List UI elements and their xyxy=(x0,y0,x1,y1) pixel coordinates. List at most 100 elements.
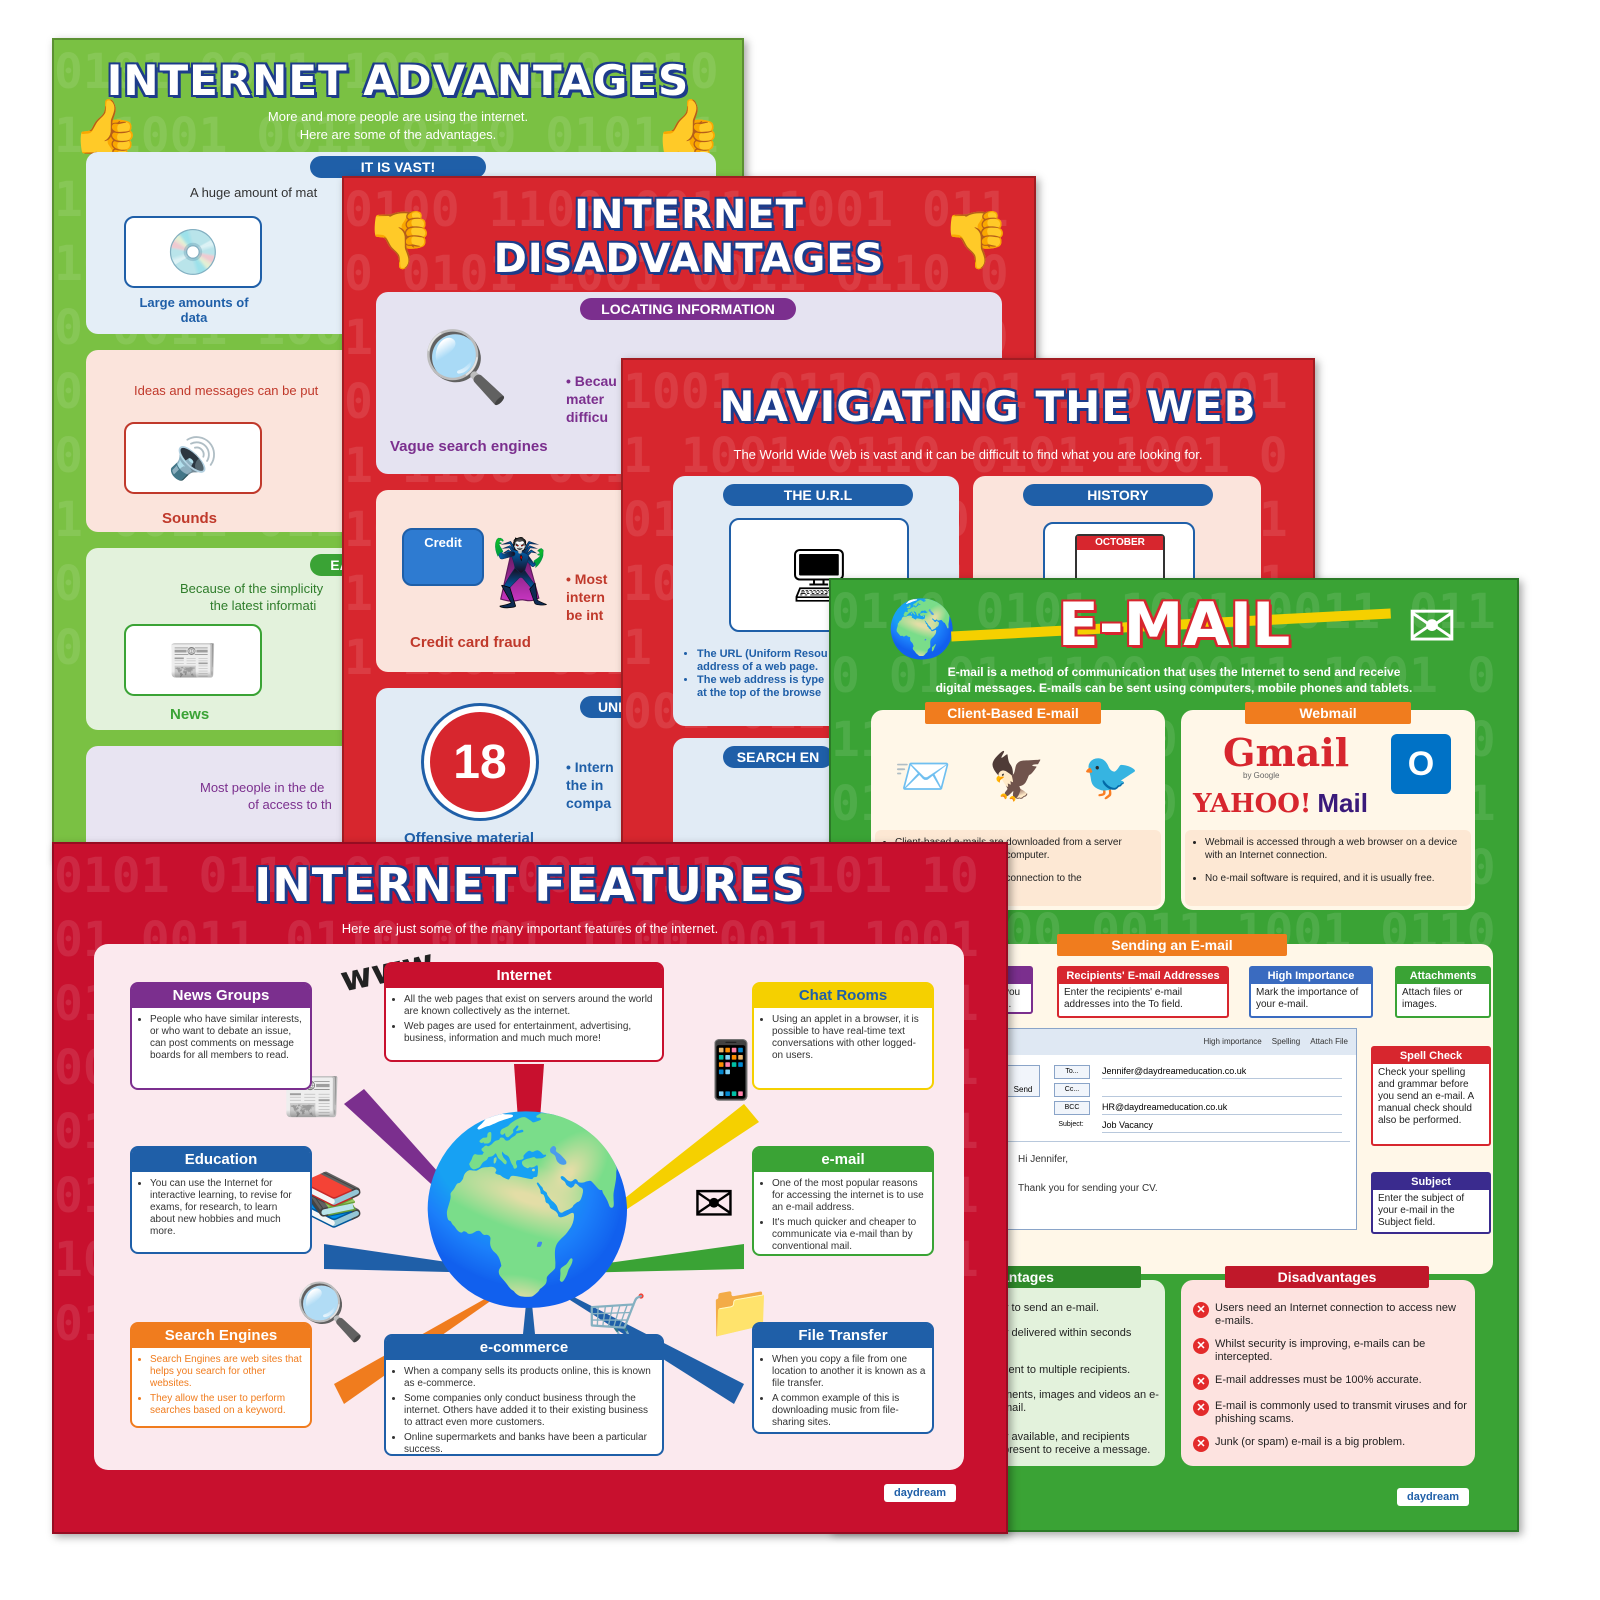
email-client-window: High importance Spelling Attach File Sen… xyxy=(1001,1028,1357,1230)
subject-label: Subject: xyxy=(1058,1121,1084,1128)
x-icon: ✕ xyxy=(1193,1302,1209,1318)
x-icon: ✕ xyxy=(1193,1374,1209,1390)
bcc-button[interactable]: BCC xyxy=(1054,1101,1090,1115)
internet-bullets: All the web pages that exist on servers … xyxy=(392,994,656,1045)
page-title: INTERNET FEATURES xyxy=(254,858,806,912)
ray-green xyxy=(529,1244,744,1274)
newspaper-icon: 📰 xyxy=(168,638,218,683)
email-body-line: Thank you for sending your CV. xyxy=(1018,1183,1158,1194)
webmail-bullets: Webmail is accessed through a web browse… xyxy=(1191,836,1465,885)
image-credit-card: Credit xyxy=(402,528,484,586)
image-cd: 💿 xyxy=(124,216,262,288)
x-icon: ✕ xyxy=(1193,1338,1209,1354)
dis-row: ✕Junk (or spam) e-mail is a big problem. xyxy=(1193,1436,1467,1452)
dis-row: ✕E-mail is commonly used to transmit vir… xyxy=(1193,1400,1467,1426)
thumbs-down-icon: 👎 xyxy=(365,208,435,271)
credit-bullet: • Most intern be int xyxy=(566,571,608,623)
gmail-by-google: by Google xyxy=(1243,771,1280,780)
email-body-greeting: Hi Jennifer, xyxy=(1018,1154,1069,1165)
subtitle-line-2: Here are some of the advantages. xyxy=(299,127,497,142)
subtitle: Here are just some of the many important… xyxy=(341,921,719,936)
dis-row: ✕E-mail addresses must be 100% accurate. xyxy=(1193,1374,1467,1390)
mail-client-icon: 🦅 xyxy=(988,749,1046,802)
email-body[interactable]: Hi Jennifer, Thank you for sending your … xyxy=(1008,1141,1350,1223)
envelope-icon: ✉ xyxy=(1406,593,1458,660)
chat-rooms-bullets: Using an applet in a browser, it is poss… xyxy=(760,1014,926,1062)
subject-field[interactable]: Job Vacancy xyxy=(1102,1119,1342,1133)
pill-advantages: antages xyxy=(981,1266,1141,1288)
toolbar-high-importance[interactable]: High importance xyxy=(1203,1037,1262,1046)
to-button[interactable]: To... xyxy=(1054,1065,1090,1079)
cc-field[interactable] xyxy=(1102,1083,1342,1097)
url-bullets: The URL (Uniform Resou address of a web … xyxy=(681,648,828,700)
pill-sending-an-email: Sending an E-mail xyxy=(1057,934,1287,956)
page-title-line-1: INTERNET xyxy=(574,192,804,238)
thumbs-down-icon: 👎 xyxy=(941,208,1011,271)
yahoo-mail-word: Mail xyxy=(1317,788,1368,818)
education-bullets: You can use the Internet for interactive… xyxy=(138,1178,304,1238)
label-large-amounts: Large amounts of data xyxy=(139,295,249,325)
globe-icon: 🌍 xyxy=(415,1109,641,1310)
card-file-transfer: File Transfer When you copy a file from … xyxy=(752,1322,934,1434)
email-advantages-list: y to send an e-mail. y delivered within … xyxy=(1003,1302,1159,1456)
box-spell-check: Spell Check Check your spelling and gram… xyxy=(1371,1046,1491,1146)
label-sounds: Sounds xyxy=(162,510,217,527)
toolbar-attach-file[interactable]: Attach File xyxy=(1310,1037,1348,1046)
to-field[interactable]: Jennifer@daydreameducation.co.uk xyxy=(1102,1065,1342,1079)
x-icon: ✕ xyxy=(1193,1400,1209,1416)
send-button[interactable]: Send xyxy=(1006,1065,1040,1097)
calendar-month: OCTOBER xyxy=(1077,536,1163,550)
magnifier-icon: 🔍 xyxy=(422,328,510,406)
ray-red xyxy=(514,1064,544,1274)
burglar-icon: 🦹 xyxy=(480,536,560,609)
panel-email-disadvantages xyxy=(1181,1280,1475,1466)
thumbs-up-icon: 👍 xyxy=(71,96,141,159)
x-icon: ✕ xyxy=(1193,1436,1209,1452)
eighteen-bullet: • Intern the in compa xyxy=(566,759,614,811)
box-attachments: Attachments Attach files or images. xyxy=(1395,966,1491,1018)
outlook-logo-icon: O xyxy=(1391,734,1451,794)
pill-it-is-vast: IT IS VAST! xyxy=(310,156,486,178)
speaker-icon: 🔊 xyxy=(168,436,218,481)
gmail-word: Gmail xyxy=(1223,730,1350,775)
panel-email-advantages xyxy=(981,1280,1165,1466)
ray-blue-left xyxy=(324,1244,529,1274)
age-18-icon: 18 xyxy=(424,706,536,818)
toolbar-spelling[interactable]: Spelling xyxy=(1271,1037,1301,1046)
pill-client-based-email: Client-Based E-mail xyxy=(925,702,1101,724)
subtitle-line-1: More and more people are using the inter… xyxy=(267,109,529,124)
box-subject: Subject Enter the subject of your e-mail… xyxy=(1371,1172,1491,1234)
simplicity-line-2: the latest informati xyxy=(210,598,317,613)
email-disadvantages-list: ✕Users need an Internet connection to ac… xyxy=(1193,1302,1467,1462)
outlook-client-icon: 📨 xyxy=(894,749,952,802)
envelope-icon: ✉ xyxy=(693,1176,735,1232)
locating-bullet: • Becau mater difficu xyxy=(566,373,617,425)
image-news: 📰 xyxy=(124,624,262,696)
cc-button[interactable]: Cc... xyxy=(1054,1083,1090,1097)
pill-locating-information: LOCATING INFORMATION xyxy=(580,298,796,320)
label-vague-search-engines: Vague search engines xyxy=(390,438,548,455)
label-news: News xyxy=(170,706,210,723)
bcc-field[interactable]: HR@daydreameducation.co.uk xyxy=(1102,1101,1342,1115)
page-title: E-MAIL xyxy=(1057,590,1291,660)
card-internet: Internet All the web pages that exist on… xyxy=(384,962,664,1062)
card-search-engines: Search Engines Search Engines are web si… xyxy=(130,1322,312,1428)
most-people-line-1: Most people in the de xyxy=(200,780,325,795)
card-chat-rooms: Chat Rooms Using an applet in a browser,… xyxy=(752,982,934,1090)
credit-card-word: Credit xyxy=(424,535,462,550)
vast-text: A huge amount of mat xyxy=(190,185,318,200)
cd-icon: 💿 xyxy=(165,228,221,277)
most-people-line-2: of access to th xyxy=(248,797,332,812)
box-recipients: Recipients' E-mail Addresses Enter the r… xyxy=(1057,966,1229,1018)
pill-the-url: THE U.R.L xyxy=(723,484,913,506)
pill-webmail: Webmail xyxy=(1245,702,1411,724)
search-engines-bullets: Search Engines are web sites that helps … xyxy=(138,1354,304,1417)
label-credit-card-fraud: Credit card fraud xyxy=(410,634,531,651)
ideas-text: Ideas and messages can be put xyxy=(134,383,319,398)
subtitle-line-2: digital messages. E-mails can be sent us… xyxy=(935,681,1413,695)
gmail-logo: Gmail by Google xyxy=(1223,730,1349,780)
brand-logo: daydream xyxy=(884,1484,956,1502)
file-transfer-bullets: When you copy a file from one location t… xyxy=(760,1354,926,1429)
subtitle-line-1: E-mail is a method of communication that… xyxy=(947,665,1401,679)
ray-purple xyxy=(344,1089,529,1274)
